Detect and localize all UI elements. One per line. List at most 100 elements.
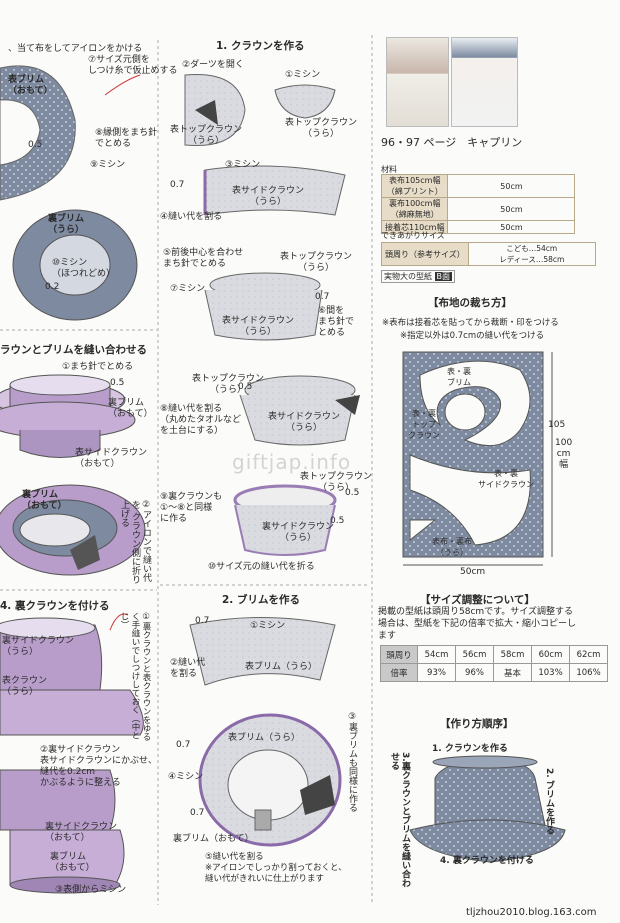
c-side-crown-2: 表サイドクラウン （うら）: [222, 316, 295, 337]
pattern-label: 実物大の型紙 B面: [381, 270, 456, 283]
step9-label: ⑨ミシン: [90, 160, 126, 170]
ura-brim-label: 裏ブリム （うら）: [48, 214, 85, 235]
c-step9: ⑨裏クラウンも ①～⑧と同様 に作る: [160, 492, 223, 524]
pattern-sheet: B面: [434, 272, 453, 281]
c-top-crown-5: 表トップクラウン （うら）: [300, 472, 373, 493]
c-side-crown-4: 裏サイドクラウン （うら）: [262, 522, 335, 543]
inner-side-crown-omote: 裏サイドクラウン （おもて）: [45, 822, 118, 843]
val-02: 0.2: [45, 282, 60, 292]
scale-row-0: 倍率: [380, 663, 418, 682]
mat-key-2: 裏布100cm幅 （綿麻無地）: [380, 197, 449, 221]
size-table-finished: 頭周り（参考サイズ）こども…54cm レディース…58cm: [381, 242, 596, 266]
inner-step2: ②裏サイドクラウン 表サイドクラウンにかぶせ、 縫代を0.2cm かぶるように整…: [40, 745, 158, 788]
adjust-text: 掲載の型紙は頭周り58cmです。サイズ調整する場合は、型紙を下記の倍率で拡大・縮…: [378, 607, 577, 641]
adjust-title: 【サイズ調整について】: [420, 594, 535, 606]
mat-key-1: 表布105cm幅 （綿プリント）: [380, 174, 449, 198]
c-05b: 0.5: [345, 488, 360, 498]
step7-label: ⑦サイズ元側を しつけ糸で仮止めする: [88, 55, 178, 76]
size-key: 頭周り（参考サイズ）: [381, 242, 469, 266]
c-07b: 0.7: [315, 292, 330, 302]
cb-step1: ①まち針でとめる: [62, 362, 134, 372]
size-title: できあがりサイズ: [381, 231, 445, 240]
c-step2: ②ダーツを開く: [182, 60, 244, 70]
c-top-crown-2: 表トップクラウン （うら）: [285, 118, 358, 139]
b-07: 0.7: [195, 616, 210, 626]
order-4: 4. 裏クラウンを付ける: [440, 856, 534, 866]
dim-105: 105: [548, 420, 566, 430]
piece-side-crown: 表・裏 サイドクラウン: [478, 469, 534, 489]
crown-brim-drawing: [0, 374, 146, 576]
b-step1: ①ミシン: [250, 621, 286, 631]
b-step3: ③裏ブリムも同様に作る: [347, 712, 357, 812]
materials-table: 表布105cm幅 （綿プリント）50cm 裏布100cm幅 （綿麻無地）50cm…: [380, 174, 576, 234]
omote-brim-label: 表ブリム （おもて）: [8, 75, 53, 96]
cb-step2-iron: ②アイロンで縫い代を クラウン側に折り上げる: [119, 500, 151, 584]
scale-head-1: 54cm: [417, 645, 456, 664]
scale-row-2: 96%: [455, 663, 494, 682]
scale-head-5: 62cm: [569, 645, 608, 664]
b-07c: 0.7: [190, 808, 205, 818]
left-top-note: 、当て布をしてアイロンをかける: [8, 44, 143, 54]
scale-row-3: 基本: [493, 663, 532, 682]
c-step7: ⑦ミシン: [170, 284, 206, 294]
order-3: 3.裏クラウンとブリムを縫い合わせる: [389, 752, 410, 888]
c-step5: ⑤前後中心を合わせ まち針でとめる: [163, 248, 244, 269]
cb-val05: 0.5: [110, 378, 125, 388]
watermark: giftjap.info: [232, 450, 352, 474]
size-val: こども…54cm レディース…58cm: [467, 242, 596, 266]
dim-100: 100 cm 幅: [555, 438, 573, 470]
c-step10: ⑩サイズ元の縫い代を折る: [208, 562, 315, 572]
step8-label: ⑧縁側をまち針 でとめる: [95, 128, 158, 149]
cb-side-crown: 表サイドクラウン （おもて）: [75, 448, 148, 469]
inner-step3: ③表側からミシン: [55, 885, 127, 895]
section-inner-crown-title: 4. 裏クラウンを付ける: [0, 600, 110, 612]
order-title: 【作り方順序】: [440, 718, 514, 730]
finished-hat-drawing: [409, 755, 566, 863]
piece-top-crown: 表・裏 トップ クラウン: [408, 409, 440, 440]
scale-head-4: 60cm: [531, 645, 570, 664]
piece-fabric: 表布・裏布 （うら）: [432, 537, 472, 557]
omote-crown-label: 表クラウン （うら）: [2, 676, 48, 697]
cutting-layout-drawing: [402, 351, 553, 566]
inner-side-crown-label: 裏サイドクラウン （うら）: [2, 636, 75, 657]
inner-crown-drawing: [0, 613, 144, 894]
c-step1: ①ミシン: [285, 70, 321, 80]
c-05c: 0.5: [330, 516, 345, 526]
dim-50: 50cm: [460, 567, 486, 577]
piece-brim: 表・裏 ブリム: [447, 367, 471, 387]
scale-head-2: 56cm: [455, 645, 494, 664]
footer-credit: tljzhou2010.blog.163.com: [466, 907, 597, 918]
c-step3: ③ミシン: [225, 160, 261, 170]
mat-val-3: 50cm: [447, 220, 576, 234]
step10-label: ⑩ミシン （ほつれどめ）: [52, 258, 116, 279]
c-top-crown-3: 表トップクラウン （うら）: [280, 252, 353, 273]
b-omote-brim: 表ブリム（うら）: [245, 662, 318, 672]
scale-row-4: 103%: [531, 663, 570, 682]
inner-step1: ①裏クラウンと表クラウンをゆるく手縫いでしつけしておく（中とじ）: [119, 612, 151, 741]
scale-head-3: 58cm: [493, 645, 532, 664]
order-1: 1. クラウンを作る: [432, 744, 508, 754]
c-top-crown-1: 表トップクラウン （うら）: [170, 125, 243, 146]
mat-key-3: 接着芯110cm幅: [380, 220, 449, 234]
b-omote-brim-2: 表ブリム（うら）: [228, 733, 301, 743]
val-05: 0.5: [28, 140, 43, 150]
c-05: 0.5: [238, 382, 253, 392]
b-ura-brim: 裏ブリム（おもて）: [173, 834, 254, 844]
scale-table: 頭周り 54cm 56cm 58cm 60cm 62cm 倍率 93% 96% …: [380, 645, 608, 682]
scale-head-0: 頭周り: [380, 645, 418, 664]
order-2: 2. ブリムを作る: [544, 768, 554, 835]
b-step4: ④ミシン: [168, 772, 204, 782]
mat-val-2: 50cm: [447, 197, 576, 221]
pattern-label-text: 実物大の型紙: [384, 272, 432, 281]
c-step4: ④縫い代を割る: [160, 212, 223, 222]
layout-note-2: ※指定以外は0.7cmの縫い代をつける: [400, 331, 545, 341]
c-side-crown: 表サイドクラウン （うら）: [232, 186, 305, 207]
scale-row-5: 106%: [569, 663, 608, 682]
b-07b: 0.7: [176, 740, 191, 750]
layout-note-1: ※表布は接着芯を貼ってから裁断・印をつける: [382, 318, 559, 328]
model-photo-adult: [386, 37, 449, 127]
page-reference: 96・97 ページ キャプリン: [381, 136, 523, 149]
brim-ring-drawing: [0, 65, 141, 321]
materials-title: 材料: [381, 165, 397, 174]
